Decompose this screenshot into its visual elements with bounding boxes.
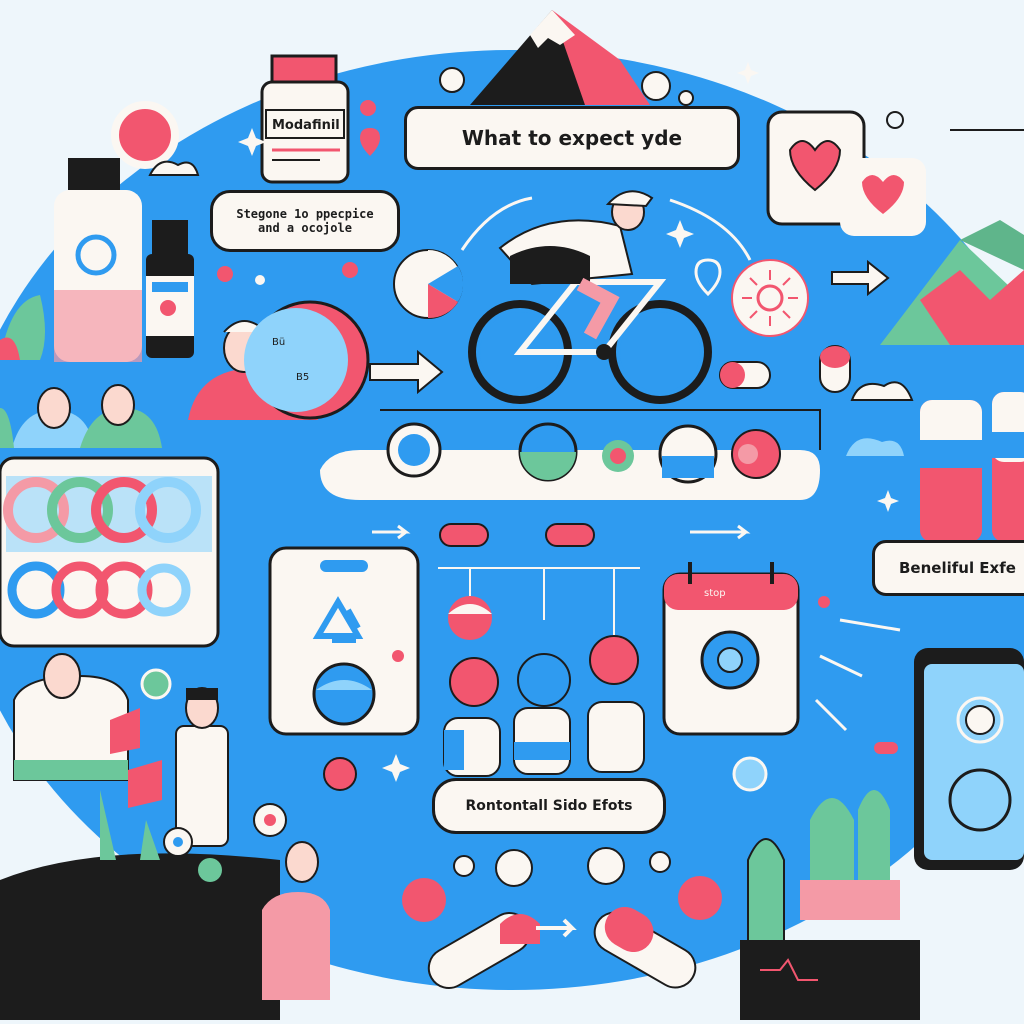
- recycle-icon: [312, 596, 364, 643]
- beneficial-effects-label: Beneliful Exfe: [872, 540, 1024, 596]
- progress-track: [320, 409, 821, 500]
- sparkle-icon: [238, 128, 266, 156]
- pink-dot-icon: [360, 100, 376, 116]
- capsule-icon: [719, 361, 771, 389]
- bottom-capsules: [402, 847, 722, 989]
- heart-card-2: [840, 158, 926, 236]
- dot-icon: [886, 111, 904, 129]
- stages-line-2: and a ocojole: [258, 221, 352, 235]
- hanging-bulbs: [438, 567, 645, 777]
- side-effects-label: Rontontall Sido Efots: [432, 778, 666, 834]
- person-standing-1: [13, 653, 129, 781]
- dot-icon: [732, 756, 768, 792]
- calendar-icon: [662, 562, 800, 736]
- people-group: [0, 384, 162, 448]
- pill-icon: [439, 523, 489, 547]
- cyclist-icon: [468, 190, 712, 404]
- cloud-icon: [850, 381, 914, 401]
- dot-icon: [818, 596, 830, 608]
- dot-icon: [255, 275, 265, 285]
- calendar-tag-text: stop: [704, 588, 726, 599]
- cloud-icon: [148, 160, 200, 176]
- motion-lines: [814, 618, 901, 732]
- dot-icon: [217, 266, 233, 282]
- map-pin-icon: [694, 258, 722, 297]
- sun-icon: [731, 259, 809, 337]
- arrow-right-icon: [831, 259, 890, 297]
- cloud-icon: [846, 438, 904, 456]
- grass-ground: [0, 790, 280, 1020]
- sparkle-icon: [877, 490, 899, 512]
- map-pin-icon: [360, 128, 380, 156]
- pill-icon: [874, 742, 898, 754]
- arrow-right-icon: [372, 524, 411, 540]
- face-tag-2: B5: [296, 372, 309, 383]
- rings-panel: [0, 456, 220, 648]
- person-standing-2: [175, 687, 229, 847]
- dot-icon: [342, 262, 358, 278]
- bush-icon: [0, 295, 45, 360]
- pie-chart-icon: [393, 249, 464, 319]
- stages-line-1: Stegone 1o ppecpice: [236, 207, 374, 221]
- sparkle-icon: [737, 62, 759, 84]
- heart-broken-icon: [788, 140, 842, 192]
- tall-capsule-1: [920, 400, 982, 542]
- white-dot-icon: [439, 67, 465, 93]
- tablet-icon: [914, 648, 1024, 870]
- arrow-right-icon: [536, 918, 577, 938]
- tall-capsule-2: [992, 392, 1024, 542]
- title-heading: What to expect yde: [404, 106, 740, 170]
- face-tag-1: Bü: [272, 337, 285, 348]
- stages-label: Stegone 1o ppecpice and a ocojole: [210, 190, 400, 252]
- sparkle-icon: [382, 754, 410, 782]
- moon-disc-icon: [244, 300, 370, 420]
- flower-icon: [163, 803, 287, 882]
- mountain-top-icon: [470, 10, 650, 105]
- mountain-right-icon: [880, 220, 1024, 345]
- curved-arrow-icon: [460, 196, 533, 251]
- capsule-icon: [819, 345, 851, 393]
- bottle-label-text: Modafinil: [272, 118, 340, 133]
- pink-circle-icon: [111, 101, 179, 169]
- trees-icon: [740, 790, 920, 1020]
- person-bottom: [262, 841, 330, 1000]
- curved-arrow-icon: [669, 198, 752, 261]
- dot-icon: [323, 757, 357, 791]
- medicine-bottle-icon: [54, 158, 142, 362]
- dropper-bottle-icon: [146, 220, 194, 358]
- sparkle-icon: [666, 220, 694, 248]
- pill-icon: [545, 523, 595, 547]
- white-dot-icon: [678, 90, 694, 106]
- recycle-card: [268, 546, 420, 736]
- heart-broken-icon: [862, 175, 904, 214]
- modafinil-bottle-icon: [260, 54, 350, 184]
- white-dot-icon: [641, 71, 671, 101]
- flags-icon: [110, 668, 172, 808]
- arrow-right-icon: [690, 524, 751, 540]
- arrow-right-icon: [369, 349, 444, 395]
